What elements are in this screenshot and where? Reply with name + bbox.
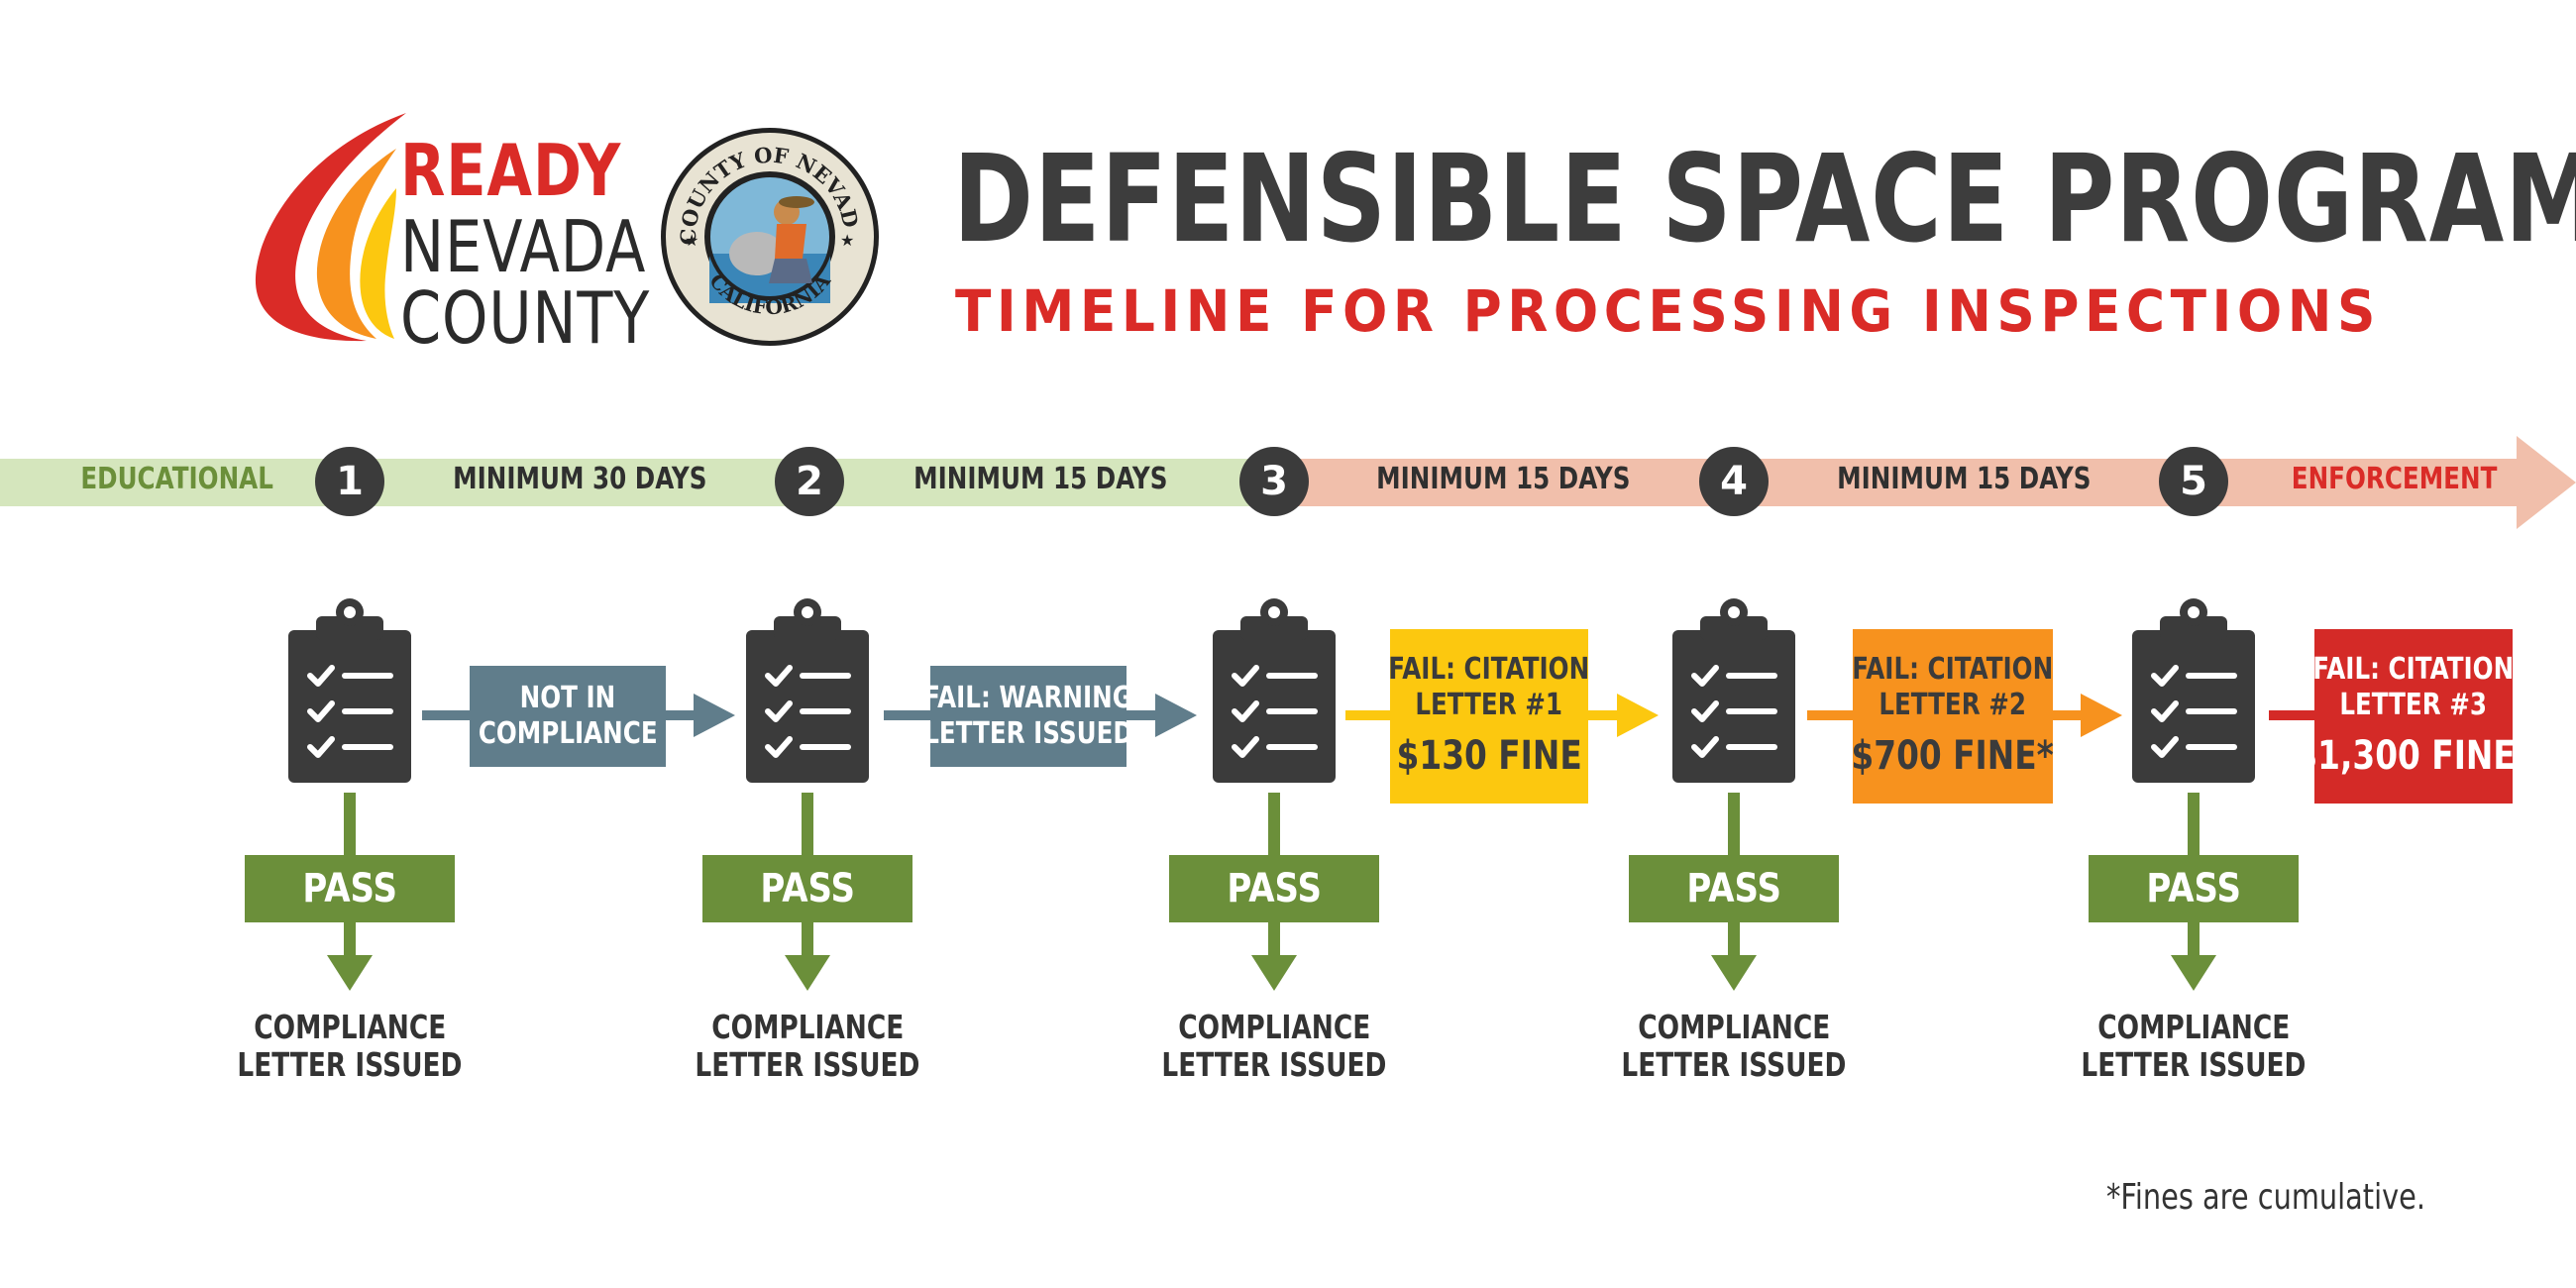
clipboard-icon [746,598,869,783]
compliance-result: COMPLIANCE LETTER ISSUED [237,1008,463,1084]
step-1-badge: 1 [315,447,384,516]
interval-label: MINIMUM 15 DAYS [912,462,1168,496]
outcome-not-in-compliance: NOT IN COMPLIANCE [470,666,666,767]
arrow-right-icon [422,694,735,737]
pass-label: PASS [1629,855,1839,922]
pass-label: PASS [702,855,912,922]
step-2-badge: 2 [775,447,844,516]
compliance-result: COMPLIANCE LETTER ISSUED [2081,1008,2307,1084]
interval-label: MINIMUM 15 DAYS [1375,462,1631,496]
step-3-badge: 3 [1239,447,1309,516]
compliance-result: COMPLIANCE LETTER ISSUED [1621,1008,1847,1084]
brand-ready: READY [400,129,622,212]
outcome-citation-3: FAIL: CITATION LETTER #3 $1,300 FINE* [2295,629,2532,804]
brand-nevada: NEVADA [400,205,647,288]
outcome-citation-2: FAIL: CITATION LETTER #2 $700 FINE* [1851,629,2055,804]
step-4-badge: 4 [1699,447,1769,516]
compliance-result: COMPLIANCE LETTER ISSUED [695,1008,920,1084]
fine-amount: $700 FINE* [1851,733,2055,779]
clipboard-icon [1672,598,1795,783]
compliance-result: COMPLIANCE LETTER ISSUED [1161,1008,1387,1084]
step-5-badge: 5 [2159,447,2228,516]
pass-label: PASS [2089,855,2299,922]
phase-educational: EDUCATIONAL [80,462,273,496]
outcome-citation-1: FAIL: CITATION LETTER #1 $130 FINE [1389,629,1589,804]
brand-county: COUNTY [400,276,651,360]
clipboard-icon [1213,598,1336,783]
pass-label: PASS [245,855,455,922]
phase-enforcement: ENFORCEMENT [2291,462,2498,496]
fine-amount: $130 FINE [1396,733,1582,779]
clipboard-icon [2132,598,2255,783]
clipboard-icon [288,598,411,783]
page-subtitle: TIMELINE FOR PROCESSING INSPECTIONS [955,277,2381,345]
arrow-right-icon [1807,694,2122,737]
pass-label: PASS [1169,855,1379,922]
fine-amount: $1,300 FINE* [2295,733,2532,779]
page-title: DEFENSIBLE SPACE PROGRAM [953,129,2576,269]
county-seal: COUNTY OF NEVADA CALIFORNIA ★ ★ [658,125,879,346]
pass-connectors [327,793,2216,991]
interval-label: MINIMUM 30 DAYS [452,462,707,496]
connector-line [2269,710,2316,720]
outcome-warning-letter: FAIL: WARNING LETTER ISSUED [923,666,1133,767]
star-icon: ★ [685,231,698,250]
flow-graphics [0,594,2316,991]
timeline-band [0,436,2576,529]
footnote: *Fines are cumulative. [2106,1177,2425,1218]
arrow-right-icon [1345,694,1659,737]
interval-label: MINIMUM 15 DAYS [1836,462,2092,496]
star-icon: ★ [840,231,854,250]
arrow-right-icon [884,694,1197,737]
flame-icon [255,113,406,342]
